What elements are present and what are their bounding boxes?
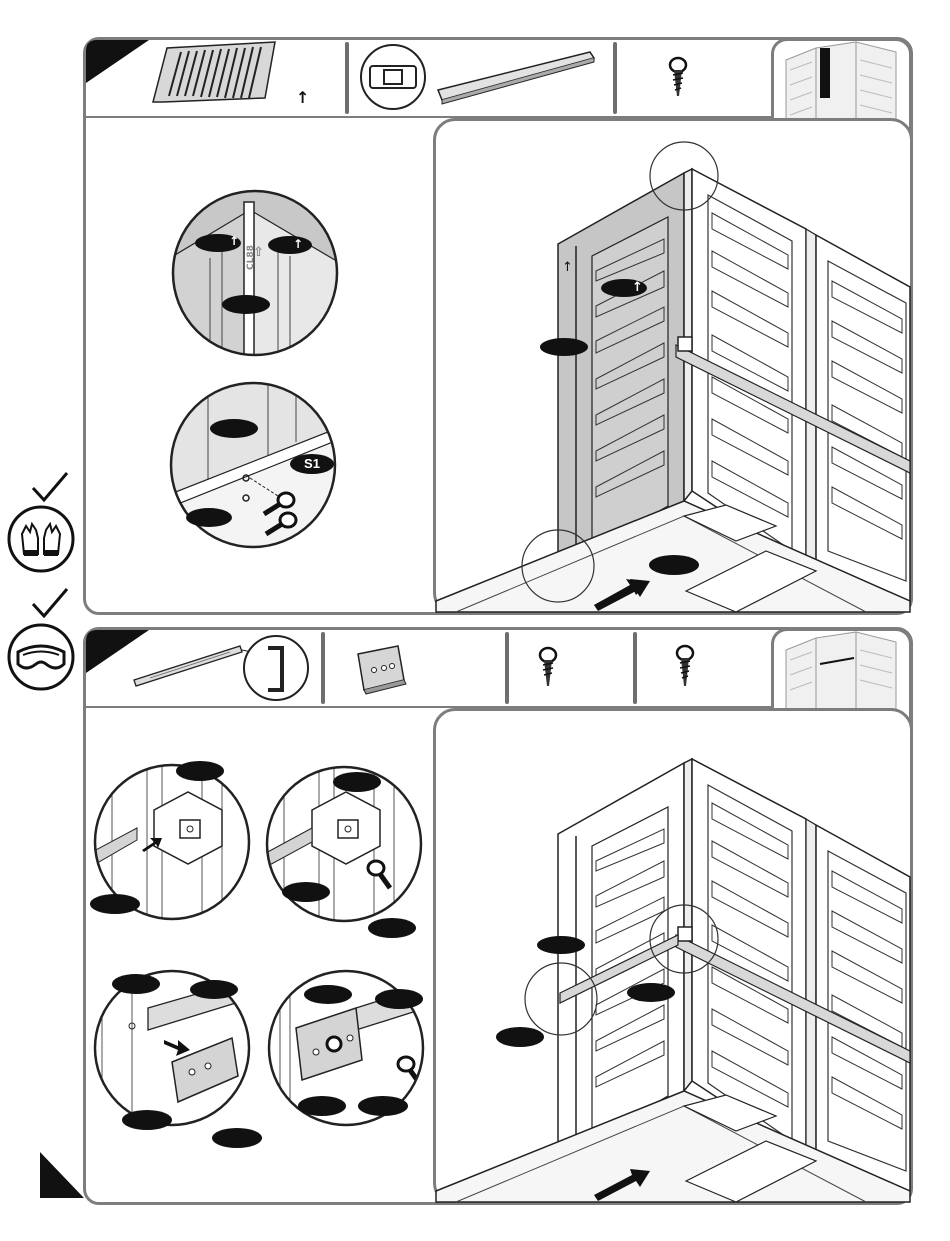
vent-grille-icon: [145, 40, 285, 110]
callout-marker: [540, 338, 588, 356]
callout-marker: [210, 419, 258, 438]
callout-marker: [222, 295, 270, 314]
callout-marker: [298, 1096, 346, 1116]
callout-marker: [112, 974, 160, 994]
callout-marker: [375, 989, 423, 1009]
step1-assembly-drawing: ↑: [436, 121, 910, 612]
callout-marker: [282, 882, 330, 902]
step2-assembly-drawing: [436, 711, 910, 1202]
checkmark-icon: [30, 470, 70, 504]
screw-icon: [666, 56, 690, 100]
callout-marker: [176, 761, 224, 781]
svg-text:↑: ↑: [562, 260, 573, 275]
step1-detail-top: [170, 188, 340, 358]
step1-header-sep-1: [345, 42, 349, 114]
callout-marker: [212, 1128, 262, 1148]
callout-marker: [368, 918, 416, 938]
callout-marker: [268, 236, 312, 254]
callout-marker: [304, 985, 352, 1004]
panel-marking-text: CL88: [246, 245, 256, 270]
gloves-icon: [6, 504, 76, 574]
step1-header-sep-2: [613, 42, 617, 114]
callout-marker: [496, 1027, 544, 1047]
callout-marker: [358, 1096, 408, 1116]
page-corner-marker: [38, 1150, 86, 1200]
callout-marker: [122, 1110, 172, 1130]
screw-icon: [673, 644, 697, 690]
slotted-plate-icon: [352, 640, 412, 698]
callout-s1-label: S1: [290, 454, 334, 474]
h-profile-icon: [358, 42, 608, 114]
goggles-icon: [6, 622, 76, 692]
up-arrow-icon: ↑: [229, 234, 239, 248]
callout-marker: [333, 772, 381, 792]
checkmark-icon: [30, 586, 70, 620]
step1-corner-marker: [83, 37, 153, 87]
step2-header-sep-2: [505, 632, 509, 704]
step2-header-sep-1: [321, 632, 325, 704]
callout-marker: [649, 555, 699, 575]
screw-icon: [536, 646, 560, 690]
step2-header-sep-3: [633, 632, 637, 704]
up-arrow-icon: ↑: [296, 88, 309, 107]
callout-marker: [186, 508, 232, 527]
callout-marker: [90, 894, 140, 914]
callout-marker: [627, 983, 675, 1002]
up-arrow-icon: ↑: [293, 237, 303, 251]
up-arrow-icon: ↑: [632, 280, 643, 295]
callout-marker: [190, 980, 238, 999]
rail-with-bracket-icon: [130, 632, 310, 704]
callout-marker: [537, 936, 585, 954]
